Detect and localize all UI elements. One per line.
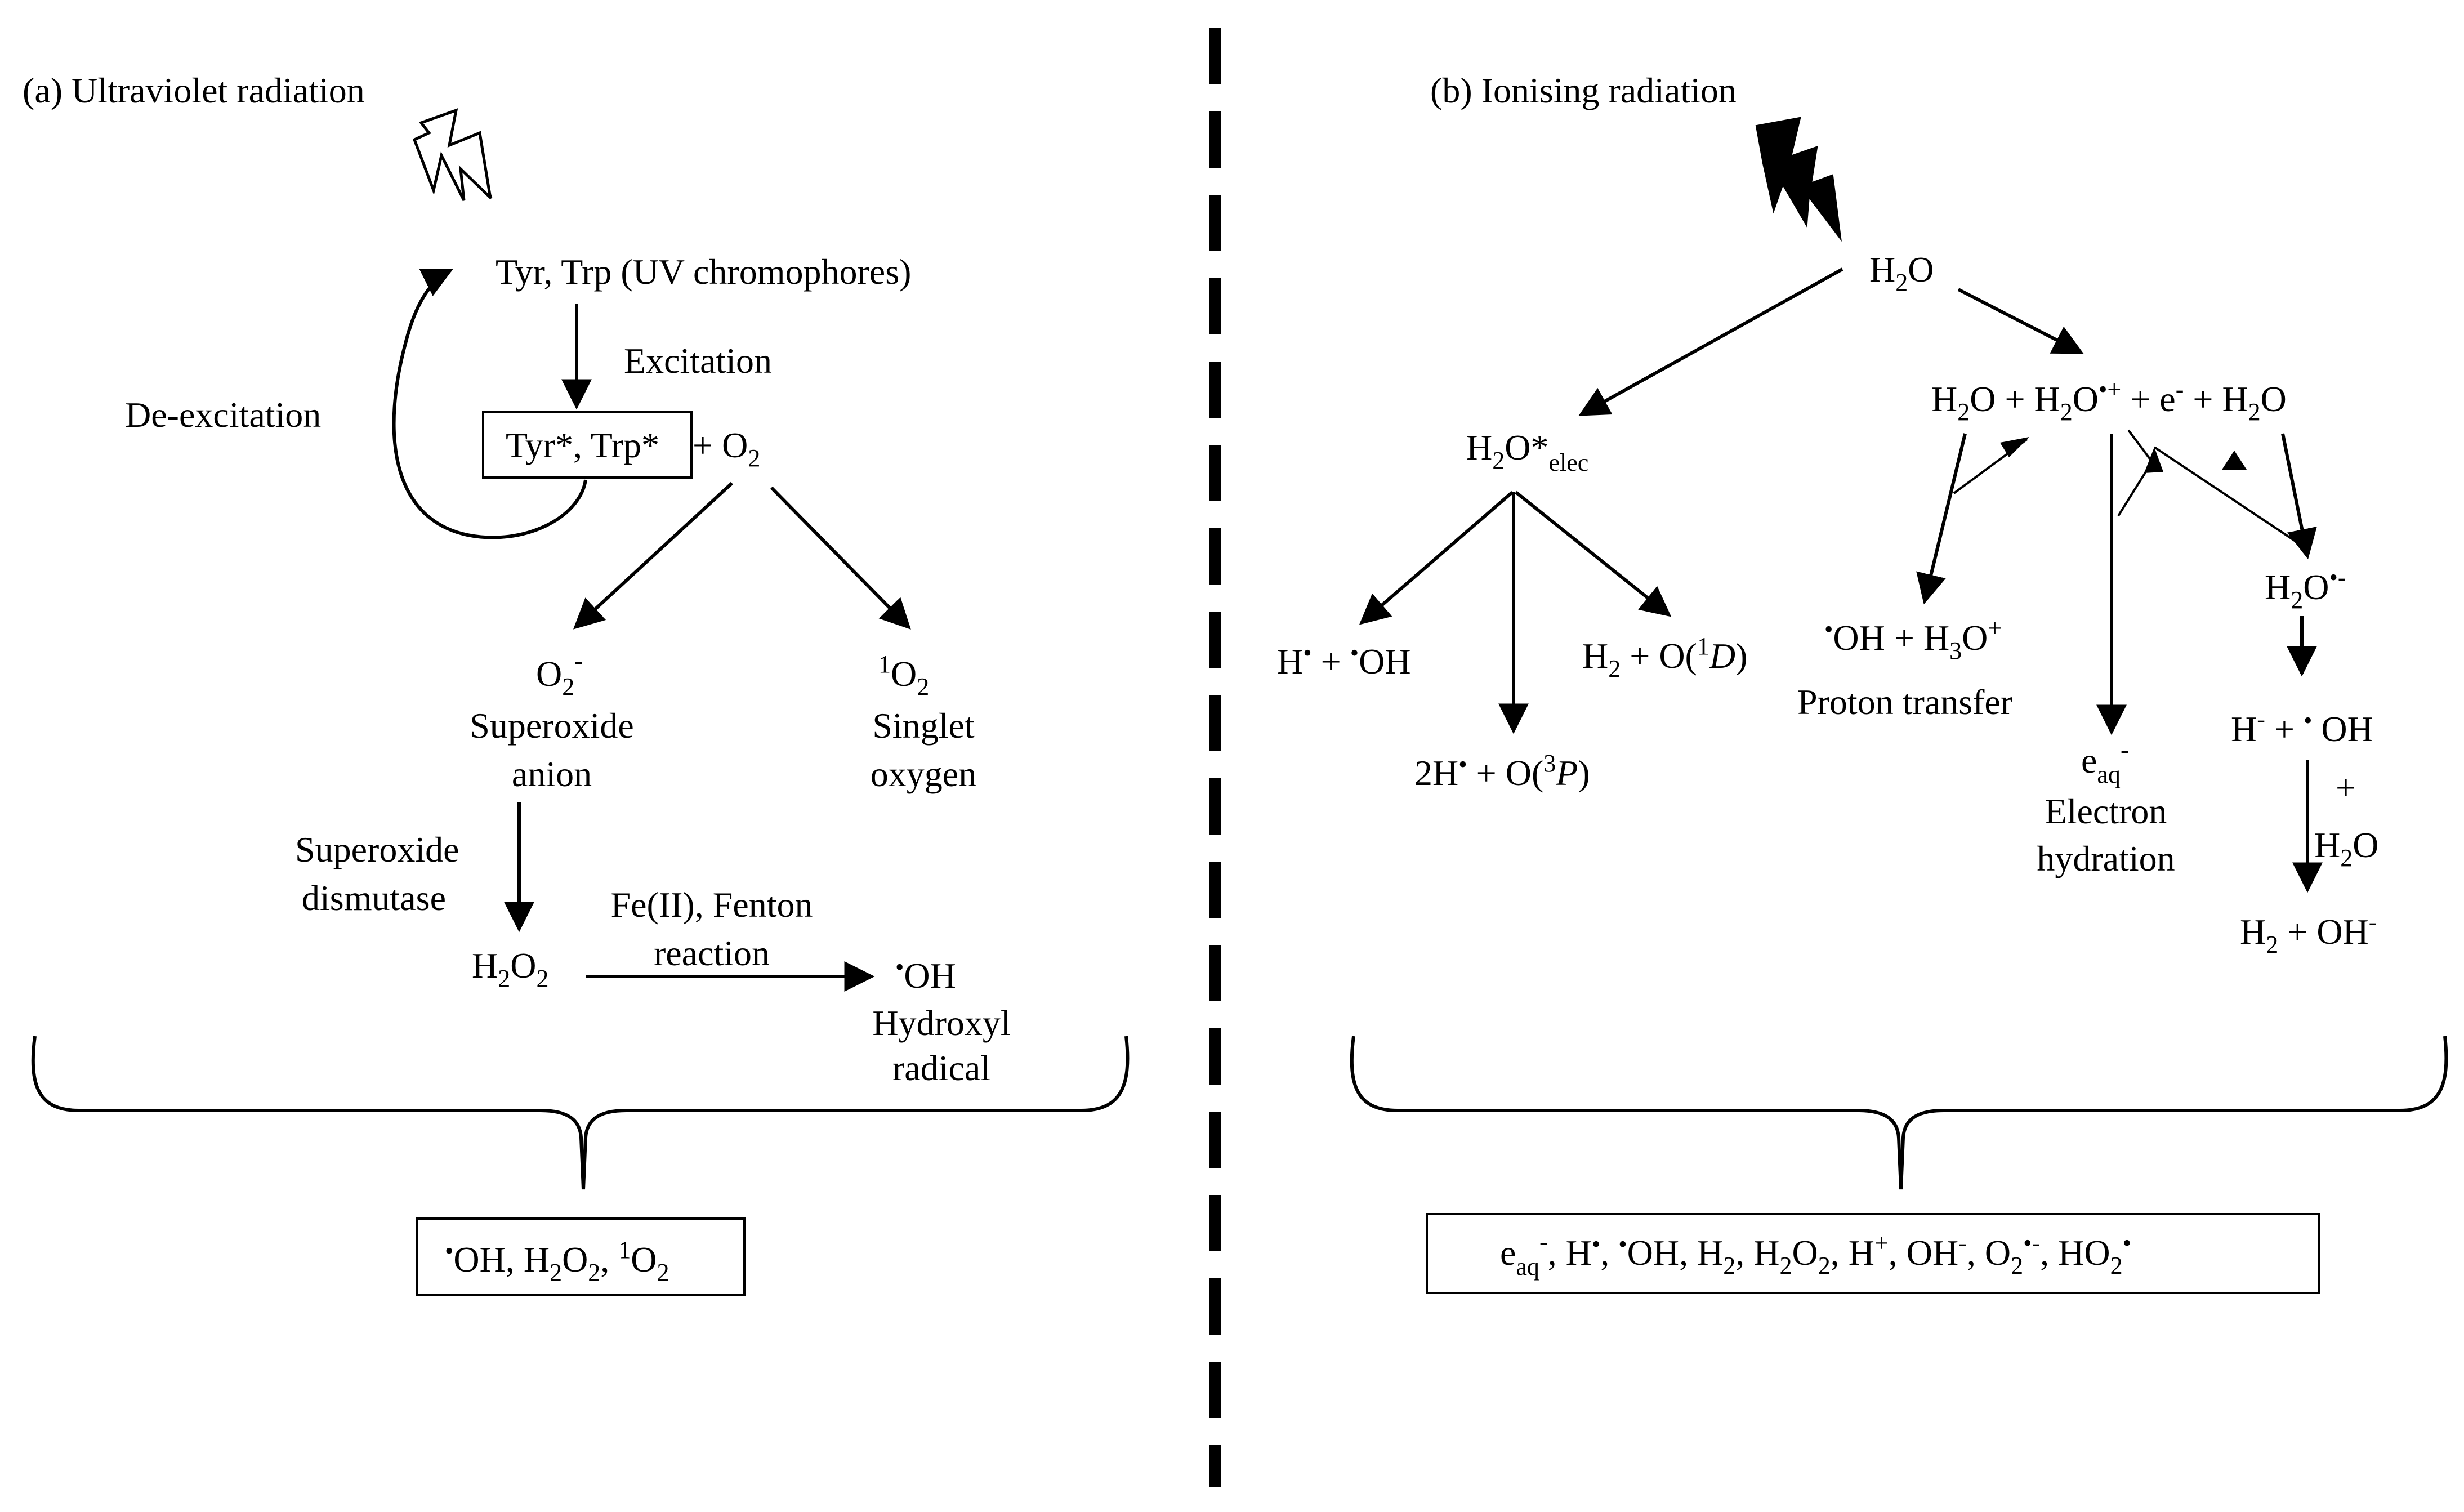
to-superoxide-arrow bbox=[573, 481, 734, 630]
panel-b-title: (b) Ionising radiation bbox=[1430, 70, 1737, 110]
final-products: H2 + OH- bbox=[2240, 908, 2377, 958]
plus-sign: + bbox=[2336, 768, 2356, 808]
h-oh-products: H• + •OH bbox=[1277, 639, 1411, 681]
2h-o3p-products: 2H• + O(3P) bbox=[1414, 750, 1590, 793]
excitation-label: Excitation bbox=[624, 341, 772, 381]
singlet-formula: 1O2 bbox=[878, 650, 929, 701]
singlet-label-1: Singlet bbox=[872, 706, 975, 746]
fenton-label-2: reaction bbox=[654, 933, 770, 973]
to-h-oh-arrow bbox=[1359, 490, 1514, 625]
excited-water-formula: H2O*elec bbox=[1466, 427, 1588, 476]
proton-transfer-label: Proton transfer bbox=[1797, 682, 2012, 722]
h2o2-formula: H2O2 bbox=[472, 945, 548, 992]
excited-state-label: Tyr*, Trp* bbox=[506, 425, 659, 465]
hminus-products: H- + • OH bbox=[2231, 706, 2373, 749]
ionised-water-equation: H2O + H2O•+ + e- + H2O bbox=[1931, 376, 2287, 426]
proton-transfer-products: •OH + H3O+ bbox=[1824, 614, 2002, 664]
fenton-label-1: Fe(II), Fenton bbox=[610, 885, 813, 925]
ionising-lightning-icon bbox=[1755, 117, 1842, 242]
proton-transfer-arrowhead bbox=[2000, 437, 2029, 457]
electron-branch-up bbox=[2127, 429, 2153, 463]
anion-branch bbox=[2153, 446, 2297, 543]
plus-water: H2O bbox=[2314, 825, 2378, 872]
to-excited-water-arrow bbox=[1578, 267, 1843, 416]
chromophores-label: Tyr, Trp (UV chromophores) bbox=[496, 252, 911, 292]
panel-b-summary-box bbox=[1426, 1213, 2320, 1294]
panel-b-brace bbox=[1350, 1036, 2448, 1190]
dismutase-label-2: dismutase bbox=[302, 878, 446, 918]
to-h2-o-arrow bbox=[1515, 490, 1672, 617]
panel-a-summary: •OH, H2O2, 1O2 bbox=[445, 1236, 669, 1286]
uv-lightning-icon bbox=[412, 108, 493, 202]
singlet-label-2: oxygen bbox=[871, 754, 976, 794]
deexcitation-arrow bbox=[392, 269, 587, 539]
to-ionised-water-arrow bbox=[1957, 288, 2084, 354]
hydroxyl-formula: •OH bbox=[895, 953, 956, 996]
h2-o1d-products: H2 + O(1D) bbox=[1582, 632, 1747, 683]
panel-a-summary-box bbox=[416, 1217, 746, 1296]
panel-b-summary: eaq-, H•, •OH, H2, H2O2, H+, OH-, O2•-, … bbox=[1500, 1228, 2131, 1281]
superoxide-formula: O2- bbox=[536, 647, 583, 701]
eaq-label-1: Electron bbox=[2045, 791, 2167, 831]
dismutase-label-1: Superoxide bbox=[295, 829, 459, 869]
eaq-label-2: hydration bbox=[2037, 838, 2175, 878]
panel-a-brace bbox=[31, 1036, 1130, 1190]
panel-a-title: (a) Ultraviolet radiation bbox=[23, 70, 365, 110]
water-formula: H2O bbox=[1869, 249, 1934, 296]
electron-branch-arrowhead bbox=[2144, 447, 2163, 473]
to-water-anion-arrow bbox=[2281, 433, 2317, 560]
superoxide-label-1: Superoxide bbox=[470, 706, 634, 746]
excited-state-box bbox=[482, 411, 693, 479]
water-anion-formula: H2O•- bbox=[2265, 564, 2346, 614]
hydroxyl-label-2: radical bbox=[892, 1048, 990, 1088]
anion-branch-arrowhead bbox=[2222, 451, 2247, 470]
to-singlet-arrow bbox=[770, 486, 911, 630]
deexcitation-label: De-excitation bbox=[125, 395, 321, 435]
hydroxyl-label-1: Hydroxyl bbox=[872, 1003, 1010, 1043]
proton-transfer-arrow bbox=[1916, 433, 1967, 605]
plus-oxygen: + O2 bbox=[693, 425, 760, 472]
superoxide-label-2: anion bbox=[512, 754, 592, 794]
eaq-formula: eaq- bbox=[2081, 736, 2129, 788]
